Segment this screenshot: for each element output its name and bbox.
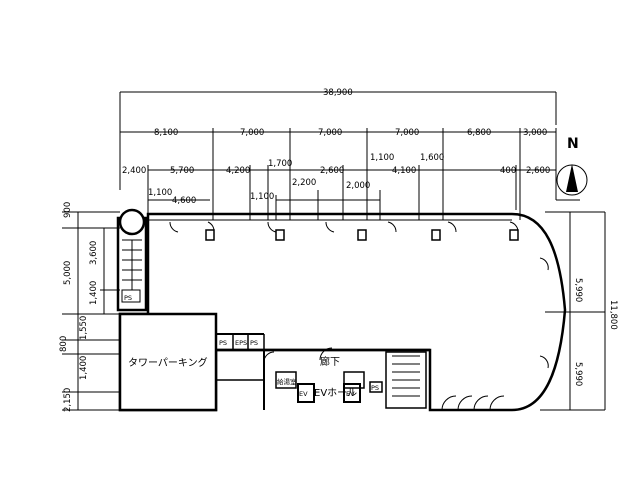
room-eps: EPS: [235, 339, 247, 347]
dim-row1-4: 7,000: [395, 128, 419, 138]
dim-row2-6: 1,100: [370, 153, 394, 163]
dim-left-3: 3,600: [89, 241, 99, 265]
dim-left-8: 2,150: [63, 388, 73, 412]
dim-row3-5: 2,000: [346, 181, 370, 191]
dim-left-6: 800: [59, 336, 69, 352]
room-tower-parking: タワーパーキング: [128, 356, 208, 369]
room-ev-hall: EVホール: [314, 387, 357, 399]
dim-row1-3: 7,000: [318, 128, 342, 138]
dim-row2-8: 400: [500, 166, 516, 176]
dim-row2-3: 4,200: [226, 166, 250, 176]
dim-row1-5: 6,800: [467, 128, 491, 138]
left-dimension-labels: 900 5,000 3,600 1,400 1,550 800 1,400 2,…: [59, 202, 99, 412]
room-ev-left: EV: [299, 390, 308, 398]
room-ps-stair: PS: [124, 294, 132, 302]
dim-row3-1: 1,100: [148, 188, 172, 198]
room-labels: タワーパーキング 廊下 EVホール EV EV PS PS EPS PS PS …: [124, 294, 379, 399]
room-corridor: 廊下: [320, 355, 340, 368]
dim-row3-6: 4,100: [392, 166, 416, 176]
north-arrow: N: [556, 136, 588, 196]
dim-left-1: 900: [63, 202, 73, 218]
room-hot-water: 給湯室: [277, 377, 297, 386]
left-dimension-lines: [62, 211, 120, 411]
dim-left-2: 5,000: [63, 261, 73, 285]
dim-row2-7: 1,600: [420, 153, 444, 163]
right-dimension-labels: 5,990 11,800 5,990: [573, 278, 618, 386]
dim-left-4: 1,400: [89, 281, 99, 305]
dim-row1-6: 3,000: [523, 128, 547, 138]
dim-row3-2: 4,600: [172, 196, 196, 206]
dim-row1-1: 8,100: [154, 128, 178, 138]
dim-total-width: 38,900: [323, 88, 353, 98]
top-dimension-labels: 38,900 8,100 7,000 7,000 7,000 6,800 3,0…: [122, 88, 550, 206]
dim-left-7: 1,400: [79, 356, 89, 380]
dim-row3-3: 1,100: [250, 192, 274, 202]
dim-row3-4: 2,200: [292, 178, 316, 188]
room-ps-1: PS: [219, 339, 227, 347]
dim-row2-2: 5,700: [170, 166, 194, 176]
door-swings: [169, 221, 549, 411]
right-dimension-lines: [540, 211, 606, 411]
dim-right-2: 11,800: [608, 300, 618, 330]
room-ps-2: PS: [250, 339, 258, 347]
dim-row2-4: 1,700: [268, 159, 292, 169]
room-ev-right: EV: [346, 390, 355, 398]
dim-right-1: 5,990: [573, 278, 583, 302]
dim-left-5: 1,550: [79, 316, 89, 340]
columns: [205, 229, 519, 241]
dim-row2-1: 2,400: [122, 166, 146, 176]
dim-row2-9: 2,600: [526, 166, 550, 176]
dim-row2-5: 2,600: [320, 166, 344, 176]
building-outline: [116, 208, 567, 412]
dim-right-3: 5,990: [573, 362, 583, 386]
room-ps-core: PS: [371, 384, 379, 392]
compass-label: N: [567, 136, 579, 152]
dim-row1-2: 7,000: [240, 128, 264, 138]
